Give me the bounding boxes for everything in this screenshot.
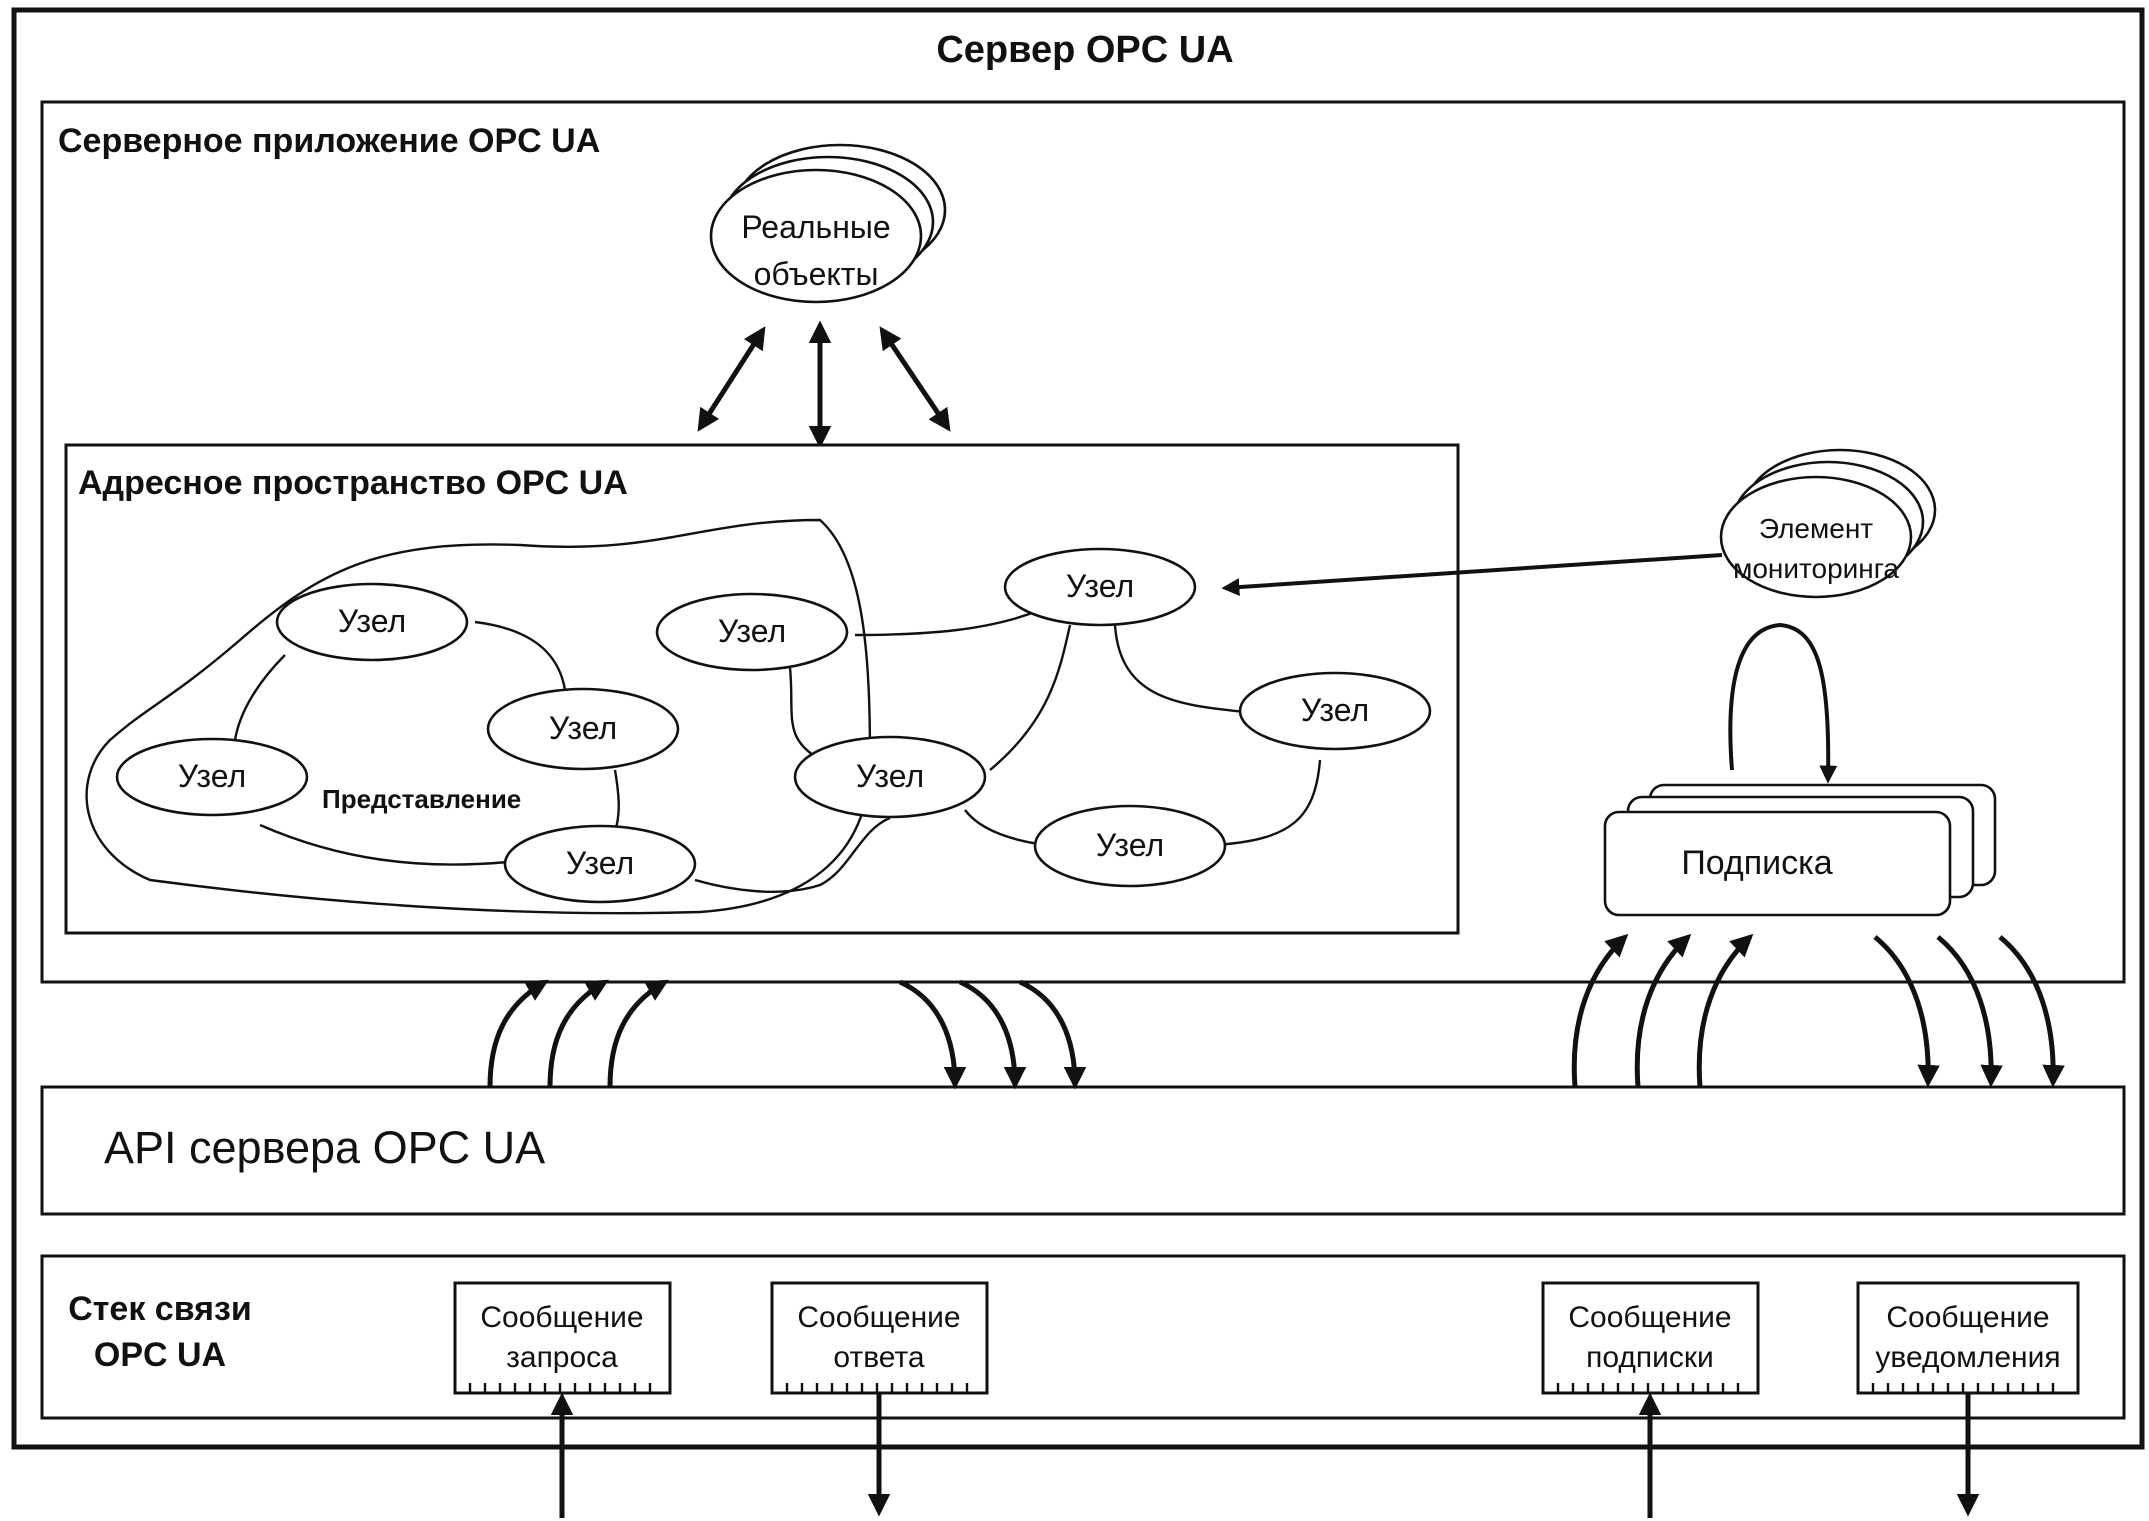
svg-text:Узел: Узел (856, 758, 924, 794)
monitored-item-line2: мониторинга (1733, 553, 1899, 584)
svg-text:Узел: Узел (1301, 692, 1369, 728)
svg-text:Узел: Узел (566, 845, 634, 881)
response-down-arrows (898, 979, 1087, 1090)
real-objects-arrow-left (697, 326, 766, 432)
node: Узел (655, 592, 849, 672)
svg-text:Узел: Узел (178, 758, 246, 794)
server-title: Сервер OPC UA (936, 29, 1233, 71)
request-up-arrows (487, 979, 669, 1088)
subscription-message: Сообщение подписки (1541, 1281, 1760, 1395)
svg-text:Узел: Узел (1066, 568, 1134, 604)
notification-down-arrows (1873, 935, 2065, 1088)
real-objects-line2: объекты (754, 256, 879, 292)
api-label: API сервера OPC UA (104, 1122, 545, 1173)
subscription: Подписка (1603, 783, 1997, 917)
svg-text:Сообщение: Сообщение (1568, 1301, 1731, 1334)
stack-title-line1: Стек связи (68, 1290, 252, 1328)
subscription-up-arrows (1571, 933, 1754, 1088)
real-objects-arrow-right (879, 326, 951, 432)
monitoring-subscription-loop (1728, 622, 1838, 784)
svg-text:ответа: ответа (833, 1341, 924, 1374)
svg-text:Узел: Узел (1096, 827, 1164, 863)
notification-message: Сообщение уведомления (1856, 1281, 2080, 1395)
view-boundary (85, 518, 872, 915)
svg-text:подписки: подписки (1586, 1341, 1714, 1374)
response-message: Сообщение ответа (770, 1281, 989, 1395)
svg-text:запроса: запроса (506, 1341, 618, 1374)
svg-text:Узел: Узел (338, 603, 406, 639)
node: Узел (486, 687, 680, 771)
monitored-item-line1: Элемент (1759, 513, 1873, 544)
svg-text:Сообщение: Сообщение (797, 1301, 960, 1334)
node: Узел (275, 582, 469, 662)
node: Узел (503, 824, 697, 904)
server-application-title: Серверное приложение OPC UA (58, 122, 600, 160)
node: Узел (793, 735, 987, 819)
node: Узел (115, 737, 309, 817)
node: Узел (1003, 547, 1197, 627)
monitored-item: Элемент мониторинга (1719, 448, 1937, 599)
node: Узел (1033, 804, 1227, 888)
communication-stack-frame (40, 1254, 2126, 1420)
svg-text:Сообщение: Сообщение (480, 1301, 643, 1334)
subscription-label: Подписка (1681, 844, 1832, 882)
real-objects-line1: Реальные (741, 209, 890, 245)
svg-text:уведомления: уведомления (1875, 1341, 2060, 1374)
svg-text:Сообщение: Сообщение (1886, 1301, 2049, 1334)
view-label: Представление (322, 784, 521, 814)
request-message: Сообщение запроса (453, 1281, 672, 1395)
svg-text:Узел: Узел (549, 710, 617, 746)
address-space-frame (64, 443, 1460, 935)
real-objects: Реальные объекты (709, 143, 947, 304)
stack-title-line2: OPC UA (94, 1336, 226, 1374)
address-space-title: Адресное пространство OPC UA (78, 464, 628, 502)
svg-text:Узел: Узел (718, 613, 786, 649)
api-bar (40, 1085, 2126, 1216)
monitored-item-arrow (1221, 553, 1723, 597)
node: Узел (1238, 671, 1432, 751)
